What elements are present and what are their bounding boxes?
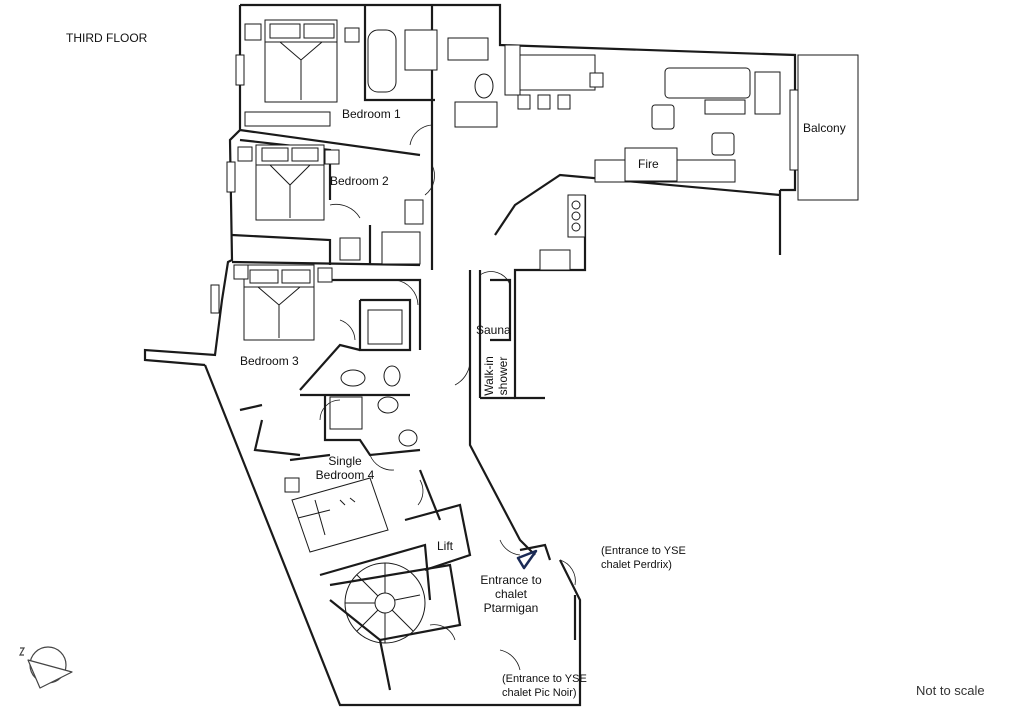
bath-bedroom-1 <box>367 29 498 128</box>
label-bedroom-4-line2: Bedroom 4 <box>315 468 375 482</box>
label-walkin-shower: Walk-in shower <box>482 348 510 404</box>
note-entrance-picnoir: (Entrance to YSE chalet Pic Noir) <box>502 672 587 700</box>
outer-walls <box>143 3 797 707</box>
label-entrance-line3: Ptarmigan <box>483 601 539 615</box>
spiral-staircase <box>344 562 426 644</box>
windows <box>210 54 799 314</box>
compass-north-icon <box>18 646 73 689</box>
note-picnoir-line2: chalet Pic Noir) <box>502 687 577 699</box>
label-entrance-line2: chalet <box>494 587 528 601</box>
scale-note: Not to scale <box>916 683 985 698</box>
label-sauna: Sauna <box>476 323 511 337</box>
doors <box>319 124 576 671</box>
note-picnoir-line1: (Entrance to YSE <box>502 673 587 685</box>
label-bedroom-4-line1: Single <box>328 454 362 468</box>
kitchen <box>539 194 586 271</box>
label-balcony: Balcony <box>803 121 846 135</box>
note-perdrix-line1: (Entrance to YSE <box>601 545 686 557</box>
label-entrance-line1: Entrance to <box>480 573 542 587</box>
label-bedroom-1: Bedroom 1 <box>342 107 401 121</box>
bed-bedroom-2 <box>237 144 424 265</box>
label-bedroom-4: Single Bedroom 4 <box>300 454 390 482</box>
note-perdrix-line2: chalet Perdrix) <box>601 559 672 571</box>
label-lift: Lift <box>437 539 454 553</box>
bed-bedroom-1 <box>244 19 360 127</box>
balcony-outline <box>797 54 859 201</box>
triangle-marker-icon <box>516 549 538 570</box>
label-fire: Fire <box>638 157 659 171</box>
bed-bedroom-4 <box>284 396 418 553</box>
bed-bedroom-3 <box>233 264 403 387</box>
note-entrance-perdrix: (Entrance to YSE chalet Perdrix) <box>601 544 686 572</box>
label-entrance-ptarmigan: Entrance to chalet Ptarmigan <box>475 573 547 615</box>
label-walkin-line2: shower <box>496 356 510 396</box>
label-bedroom-2: Bedroom 2 <box>330 174 389 188</box>
label-bedroom-3: Bedroom 3 <box>240 354 299 368</box>
label-walkin-line1: Walk-in <box>482 356 496 396</box>
floor-title: THIRD FLOOR <box>66 31 148 45</box>
living-furniture <box>504 44 781 183</box>
